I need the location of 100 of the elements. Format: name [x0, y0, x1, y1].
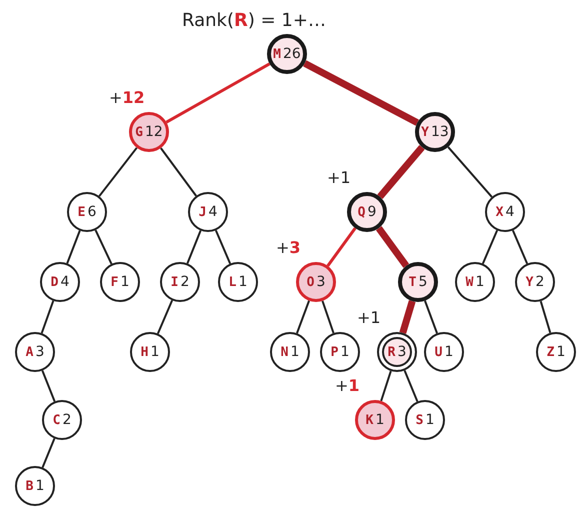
subtree-size: 12	[145, 125, 163, 139]
node-key: Y	[421, 126, 429, 138]
tree-node	[67, 192, 107, 232]
tree-edge	[303, 60, 419, 126]
subtree-size: 2	[535, 275, 544, 289]
node-key: R	[388, 346, 396, 358]
tree-node	[398, 262, 438, 302]
tree-edge	[94, 230, 112, 264]
tree-node	[129, 112, 169, 152]
subtree-size: 5	[418, 275, 428, 289]
tree-edge	[156, 300, 174, 334]
subtree-size: 1	[150, 345, 160, 359]
tree-edge	[326, 227, 356, 267]
node-key: O	[306, 276, 314, 288]
tree-node	[320, 332, 360, 372]
tree-edge	[166, 62, 270, 124]
tree-edge	[98, 147, 138, 197]
subtree-size: 3	[316, 275, 326, 289]
tree-node	[130, 332, 170, 372]
node-key: K	[366, 414, 374, 426]
node-key: S	[416, 414, 424, 426]
subtree-size: 9	[367, 205, 376, 219]
subtree-size: 2	[180, 275, 190, 289]
tree-node	[424, 332, 464, 372]
tree-edge	[424, 300, 438, 334]
tree-edge	[41, 370, 56, 402]
subtree-size: 1	[556, 345, 566, 359]
tree-node	[267, 34, 307, 74]
node-key: X	[496, 206, 504, 218]
tree-edge	[40, 300, 54, 334]
subtree-size: 1	[238, 275, 248, 289]
subtree-size: 1	[475, 275, 484, 289]
tree-node	[485, 192, 525, 232]
rank-increment: +1	[327, 170, 351, 186]
subtree-size: 3	[397, 345, 406, 359]
tree-edge	[160, 148, 197, 196]
rank-formula: Rank(R) = 1+…	[182, 12, 326, 30]
tree-node	[536, 332, 576, 372]
subtree-size: 26	[283, 47, 301, 61]
subtree-size: 1	[425, 413, 434, 427]
tree-edge	[404, 370, 418, 402]
tree-edge	[66, 230, 81, 264]
subtree-size: 1	[375, 413, 384, 427]
node-key: Q	[358, 206, 366, 218]
tree-node	[455, 262, 495, 302]
node-key: N	[280, 346, 288, 358]
tree-edge	[214, 230, 232, 264]
subtree-size: 1	[444, 345, 454, 359]
tree-node	[40, 262, 80, 302]
subtree-size: 4	[208, 205, 218, 219]
tree-edge	[512, 230, 528, 264]
subtree-size: 13	[431, 125, 449, 139]
tree-node	[515, 262, 555, 302]
tree-node	[42, 400, 82, 440]
node-key: L	[228, 276, 236, 288]
rank-increment: +1	[357, 310, 381, 326]
tree-edge	[399, 300, 416, 334]
tree-edge	[296, 300, 310, 334]
tree-node	[188, 192, 228, 232]
subtree-size: 3	[35, 345, 44, 359]
tree-node	[15, 332, 55, 372]
node-key: B	[26, 480, 34, 492]
tree-node	[160, 262, 200, 302]
rank-increment: +3	[276, 240, 301, 256]
tree-edge	[482, 230, 498, 264]
node-key: J	[198, 206, 206, 218]
tree-edge	[447, 146, 493, 198]
subtree-size: 1	[35, 479, 44, 493]
rank-increment: +12	[109, 90, 145, 106]
subtree-size: 6	[87, 205, 96, 219]
subtree-size: 1	[120, 275, 130, 289]
tree-edge	[186, 230, 202, 264]
tree-node	[270, 332, 310, 372]
subtree-size: 2	[62, 413, 72, 427]
tree-node	[415, 112, 455, 152]
tree-node	[218, 262, 258, 302]
node-key: H	[140, 346, 148, 358]
tree-edge	[540, 300, 552, 334]
tree-edge	[377, 144, 425, 200]
node-key: T	[408, 276, 416, 288]
tree-node	[405, 400, 445, 440]
tree-node	[100, 262, 140, 302]
node-key: D	[50, 276, 58, 288]
tree-node	[377, 332, 417, 372]
node-key: M	[273, 48, 281, 60]
tree-node	[347, 192, 387, 232]
subtree-size: 4	[505, 205, 514, 219]
node-key: Z	[546, 346, 554, 358]
node-key: C	[52, 414, 60, 426]
node-key: G	[135, 126, 143, 138]
node-key: U	[434, 346, 442, 358]
tree-edge	[376, 226, 410, 268]
tree-node	[15, 466, 55, 506]
node-key: I	[170, 276, 178, 288]
rank-increment: +1	[335, 378, 360, 394]
node-key: A	[26, 346, 34, 358]
node-key: Y	[526, 276, 534, 288]
node-key: F	[110, 276, 118, 288]
tree-edge	[380, 370, 392, 402]
tree-node	[355, 400, 395, 440]
